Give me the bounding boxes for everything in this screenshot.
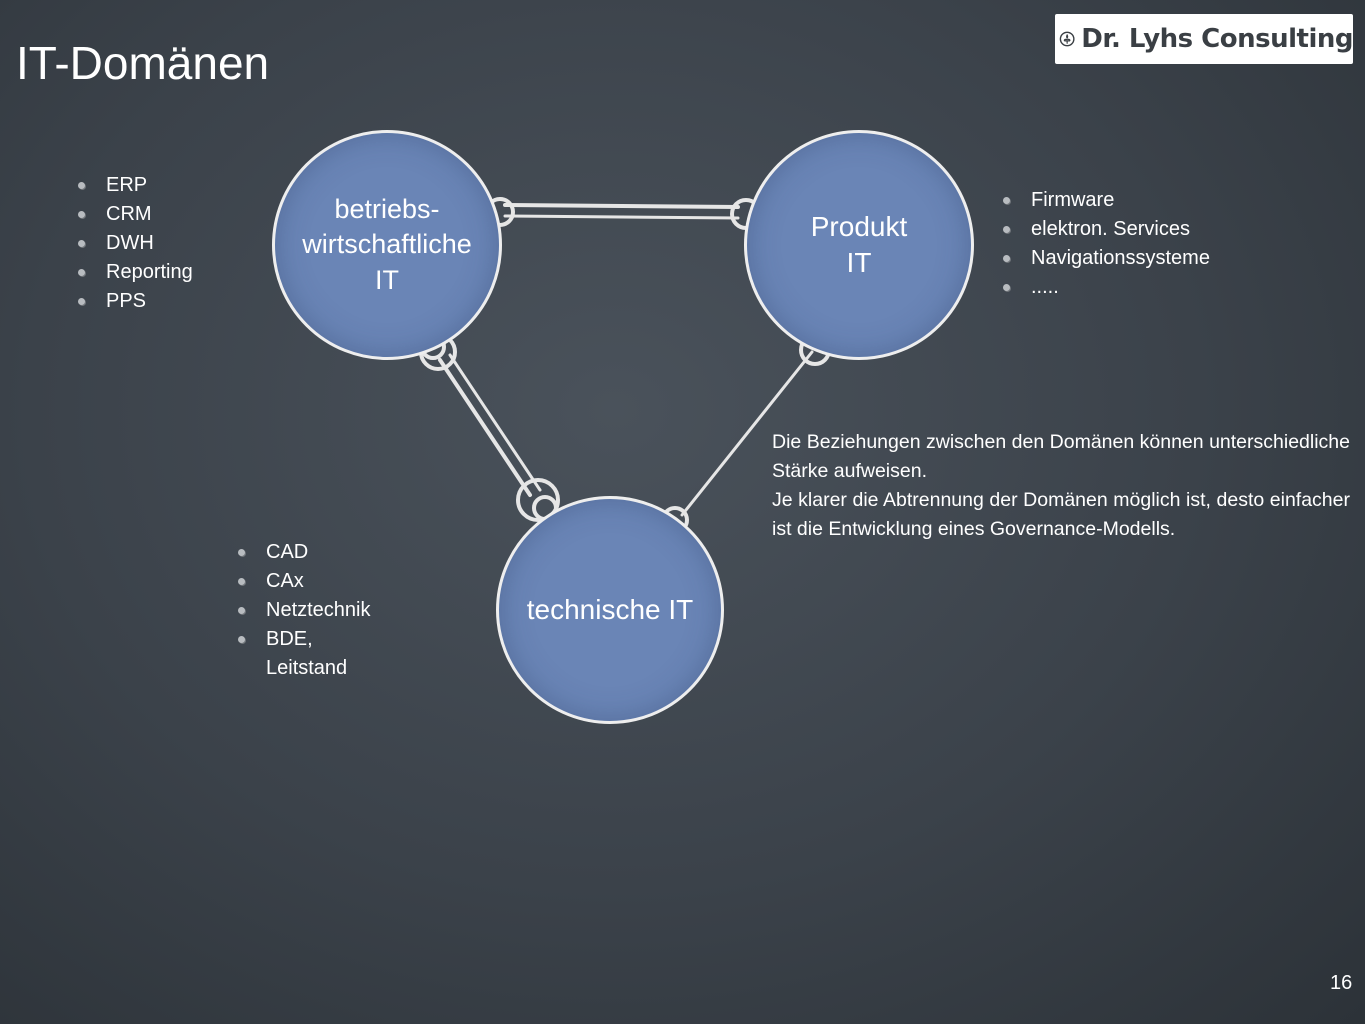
list-item: CRM (72, 200, 193, 229)
technical-it-list: CAD CAx Netztechnik BDE, Leitstand (232, 538, 412, 683)
page-number: 16 (1330, 972, 1353, 994)
bullet-icon (238, 636, 245, 643)
list-item: DWH (72, 229, 193, 258)
bullet-icon (78, 211, 85, 218)
connector-product-technical (680, 350, 814, 517)
bullet-icon (78, 240, 85, 247)
connector-business-product (503, 203, 740, 220)
connector-business-technical (438, 353, 542, 497)
description-paragraph: Die Beziehungen zwischen den Domänen kön… (772, 431, 1350, 482)
domain-product-label: Produkt IT (810, 210, 908, 278)
list-item: Netztechnik (232, 596, 412, 625)
company-logo: Dr. Lyhs Consulting (1055, 14, 1353, 64)
domain-business-label: betriebs- wirtschaftliche IT (302, 194, 472, 295)
list-item: ..... (997, 273, 1210, 302)
list-item: CAD (232, 538, 412, 567)
domain-technical-it: technische IT (496, 496, 724, 724)
bullet-icon (1003, 255, 1010, 262)
relationship-description: Die Beziehungen zwischen den Domänen kön… (772, 428, 1350, 544)
business-it-list: ERP CRM DWH Reporting PPS (72, 171, 193, 316)
list-item: CAx (232, 567, 412, 596)
bullet-icon (78, 269, 85, 276)
list-item: PPS (72, 287, 193, 316)
slide-title: IT-Domänen (16, 37, 270, 89)
bullet-icon (1003, 197, 1010, 204)
bullet-icon (238, 578, 245, 585)
bullet-icon (1003, 284, 1010, 291)
bullet-icon (78, 182, 85, 189)
list-item: ERP (72, 171, 193, 200)
list-item: Reporting (72, 258, 193, 287)
domain-technical-label: technische IT (526, 593, 694, 625)
list-item: elektron. Services (997, 215, 1210, 244)
product-it-list: Firmware elektron. Services Navigationss… (997, 186, 1210, 302)
bullet-icon (78, 298, 85, 305)
bullet-icon (238, 607, 245, 614)
bullet-icon (1003, 226, 1010, 233)
list-item: Navigationssysteme (997, 244, 1210, 273)
logo-text: Dr. Lyhs Consulting (1081, 24, 1353, 54)
domain-product-it: Produkt IT (744, 130, 974, 360)
domain-business-it: betriebs- wirtschaftliche IT (272, 130, 502, 360)
list-item: BDE, Leitstand (232, 625, 412, 683)
fleur-de-lis-icon (1059, 31, 1075, 47)
bullet-icon (238, 549, 245, 556)
description-paragraph: Je klarer die Abtrennung der Domänen mög… (772, 489, 1350, 540)
list-item: Firmware (997, 186, 1210, 215)
